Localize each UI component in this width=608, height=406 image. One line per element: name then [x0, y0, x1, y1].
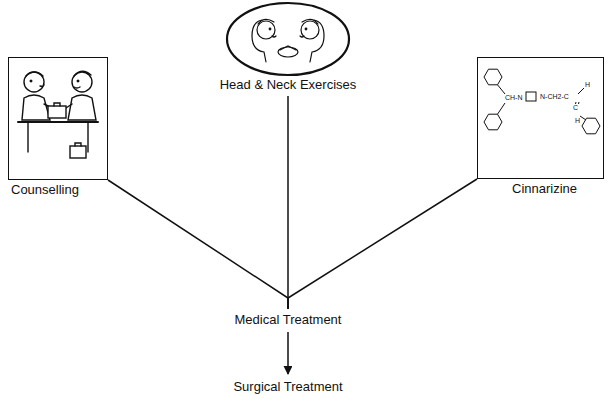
cinnarizine-structure [484, 69, 600, 134]
structure-label: CH-N [504, 94, 524, 102]
joining-line [287, 96, 289, 309]
structure-label: C [572, 104, 579, 112]
structure-label: N-CH2-C [539, 93, 570, 101]
image-box: Cinnarizine [477, 57, 604, 179]
structure-label: H [584, 81, 591, 89]
image-box: Counselling [8, 57, 108, 180]
head-neck-figures [252, 19, 324, 62]
treatment-label: Medical Treatment [231, 309, 346, 330]
joining-line [288, 179, 477, 309]
structure-label: H [574, 117, 581, 125]
flow-arrow [287, 332, 289, 374]
node-label: Counselling [11, 182, 79, 197]
node-label: Cinnarizine [512, 181, 577, 196]
node-label: Head & Neck Exercises [213, 77, 363, 96]
node-label: Surgical Treatment [233, 379, 342, 394]
counselling-cartoon [18, 71, 98, 158]
ellipse-outline [213, 1, 363, 77]
joining-line [108, 180, 288, 309]
ellipse-node: Head & Neck Exercises [213, 1, 363, 96]
treatment-label: Surgical Treatment [229, 376, 346, 397]
node-label: Medical Treatment [235, 312, 342, 327]
